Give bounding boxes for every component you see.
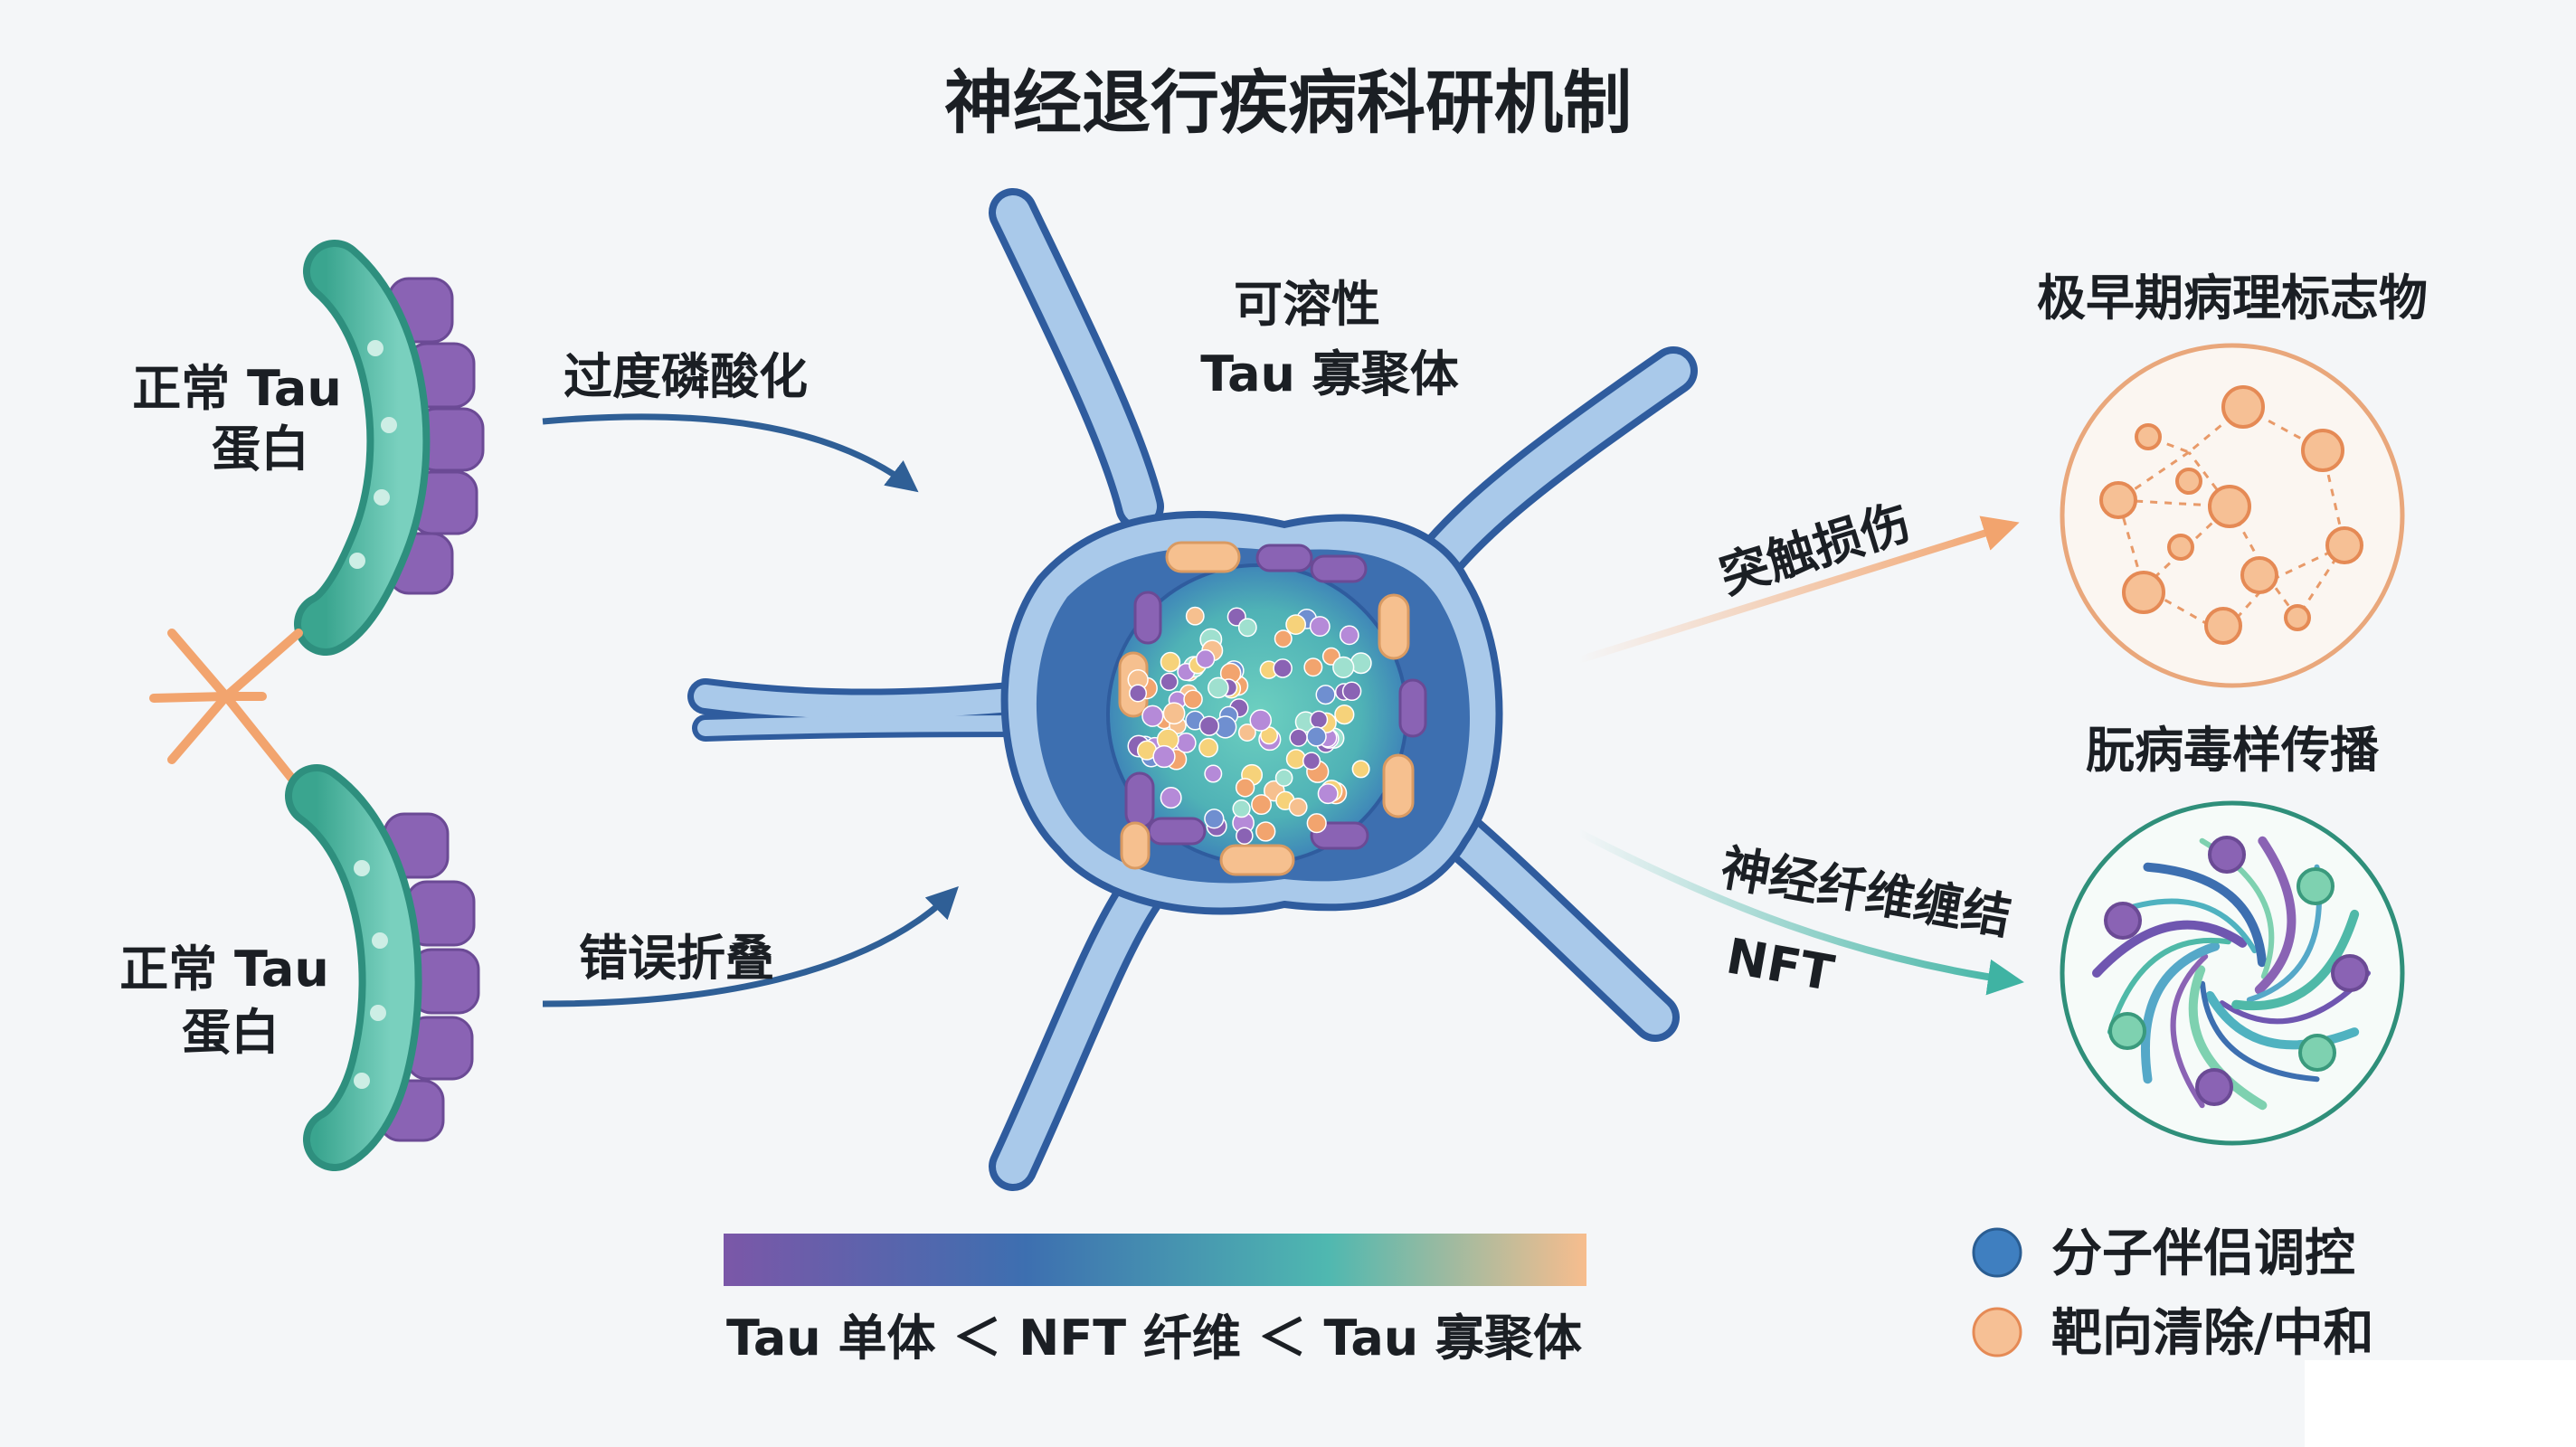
oligomer-particle <box>1251 794 1273 816</box>
swirl-arm <box>2231 909 2360 1011</box>
legend-clearance-swatch <box>1972 1307 2022 1357</box>
nft-arrow <box>1577 828 2024 996</box>
oligomer-particle <box>1236 827 1254 845</box>
legend-chaperone-swatch <box>1972 1227 2022 1278</box>
tau-protein-top-label-line1: 正常 Tau <box>132 360 342 417</box>
oligomer-particle <box>1160 651 1181 673</box>
legend-chaperone-label: 分子伴侣调控 <box>2051 1225 2355 1283</box>
oligomer-particle <box>1302 752 1321 771</box>
oligomer-particle <box>1339 625 1359 646</box>
oligomer-particle <box>1141 705 1164 727</box>
tau-protein-bottom-label-line2: 蛋白 <box>182 1004 279 1061</box>
misfolding-arrow <box>542 886 959 1007</box>
oligomer-particle <box>1237 618 1257 638</box>
oligomer-particle <box>1129 684 1148 703</box>
oligomer-particle <box>1160 672 1179 692</box>
oligomer-particle <box>1306 813 1327 834</box>
oligomer-particle <box>1285 614 1306 635</box>
oligomer-particle <box>1309 710 1329 729</box>
oligomer-particle <box>1274 769 1293 787</box>
oligomer-particle <box>1162 702 1186 725</box>
oligomer-particle <box>1185 606 1205 626</box>
legend-clearance-label: 靶向清除/中和 <box>2051 1304 2373 1363</box>
oligomer-label-line1: 可溶性 <box>1234 276 1380 333</box>
oligomer-particle <box>1235 778 1255 798</box>
tau-oligomer-particles <box>1127 606 1372 845</box>
oligomer-particle <box>1160 787 1182 809</box>
oligomer-particle <box>1288 797 1308 817</box>
phosphorylation-arrow <box>542 413 919 493</box>
prion-title: 朊病毒样传播 <box>2086 722 2380 779</box>
tau-protein-bottom <box>285 764 480 1171</box>
tau-protein-bottom-label-line1: 正常 Tau <box>119 941 329 998</box>
oligomer-particle <box>1152 744 1176 769</box>
tau-protein-top <box>294 240 485 656</box>
gradient-caption: Tau 单体 ＜ NFT 纤维 ＜ Tau 寡聚体 <box>726 1310 1582 1367</box>
nft-label-line1: 神经纤维缠结 <box>1717 839 2015 946</box>
cytoplasm-vesicles <box>1118 541 1427 876</box>
oligomer-particle <box>1309 616 1331 637</box>
neuron-cell <box>687 188 1698 1191</box>
oligomer-particle <box>1306 726 1327 747</box>
page-title: 神经退行疾病科研机制 <box>944 62 1632 143</box>
oligomer-particle <box>1208 676 1229 699</box>
oligomer-particle <box>1315 685 1336 705</box>
oligomer-particle <box>1341 681 1362 702</box>
oligomer-particle <box>1289 728 1308 747</box>
oligomer-particle <box>1198 737 1219 758</box>
swirl-arm <box>2107 937 2231 1036</box>
swirl-arm <box>2140 941 2221 1084</box>
legend: 分子伴侣调控 靶向清除/中和 <box>1972 1225 2373 1363</box>
swirl-arm <box>2254 836 2297 995</box>
oligomer-particle <box>1273 658 1293 678</box>
misfolding-label: 错误折叠 <box>579 930 774 987</box>
oligomer-particle <box>1196 648 1216 669</box>
swirl-arm <box>2092 920 2248 978</box>
biomarker-network <box>2060 343 2405 688</box>
oligomer-particle <box>1204 764 1223 783</box>
oligomer-particle <box>1198 715 1220 736</box>
severity-gradient-bar <box>724 1234 1586 1286</box>
oligomer-particle <box>1249 709 1273 732</box>
synapse-spark-icon <box>149 629 303 791</box>
tau-protein-top-label-line2: 蛋白 <box>212 421 309 478</box>
prion-spread-diagram <box>2060 800 2405 1146</box>
oligomer-particle <box>1175 733 1197 753</box>
oligomer-label-line2: Tau 寡聚体 <box>1200 345 1459 402</box>
swirl-arm <box>2200 980 2320 1083</box>
oligomer-particle <box>1237 724 1256 742</box>
oligomer-particle <box>1303 657 1323 677</box>
biomarker-title: 极早期病理标志物 <box>2037 270 2428 326</box>
oligomer-particle <box>1274 629 1293 648</box>
synapse-damage-arrow <box>1577 515 2020 664</box>
oligomer-particle <box>1317 783 1339 805</box>
swirl-arm <box>2170 953 2209 1109</box>
oligomer-particle <box>1183 689 1203 710</box>
oligomer-particle <box>1332 656 1355 678</box>
swirl-arm <box>2188 965 2268 1111</box>
oligomer-particle <box>1255 821 1276 842</box>
phosphorylation-label: 过度磷酸化 <box>564 348 808 405</box>
corner-blank-area <box>2305 1360 2576 1447</box>
oligomer-particle <box>1334 704 1355 725</box>
swirl-arm <box>2143 862 2267 968</box>
oligomer-particle <box>1232 799 1251 818</box>
phosphate-bumps-bottom <box>378 812 480 1142</box>
oligomer-particle <box>1285 749 1306 770</box>
oligomer-particle <box>1351 760 1370 779</box>
oligomer-particle <box>1204 809 1225 829</box>
